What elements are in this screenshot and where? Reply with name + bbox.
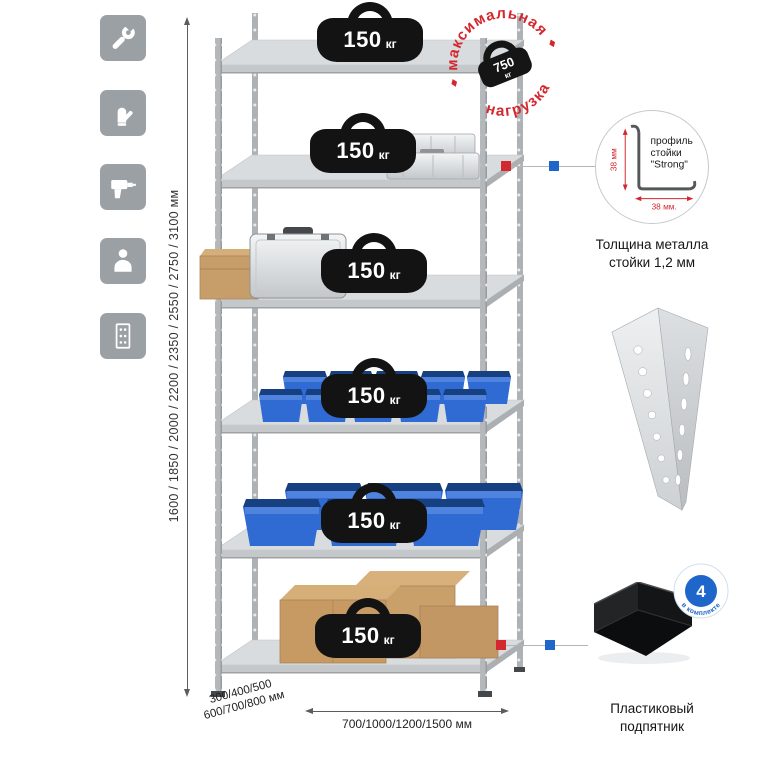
load-value: 150 — [341, 623, 380, 648]
gloves-icon — [100, 90, 146, 136]
load-value: 150 — [347, 258, 386, 283]
load-unit: кг — [385, 36, 397, 51]
max-load-stamp: максимальная нагрузка 750 кг — [428, 0, 559, 130]
weight-handle — [340, 113, 386, 138]
load-value: 150 — [347, 383, 386, 408]
load-unit: кг — [389, 392, 401, 407]
width-dimension-label: 700/1000/1200/1500 мм — [342, 717, 472, 731]
person-icon — [100, 238, 146, 284]
profile-label-1: профиль — [651, 135, 693, 147]
load-value: 150 — [347, 508, 386, 533]
profile-caption-line1: Толщина металла — [595, 237, 709, 252]
callout-line-bottom — [500, 645, 588, 646]
front-posts — [211, 38, 492, 697]
weight-handle — [347, 2, 393, 27]
stamp-weight-body — [478, 47, 532, 88]
load-unit: кг — [383, 632, 395, 647]
weight-handle — [345, 598, 391, 623]
profile-detail-circle: 38 мм 38 мм. профиль стойки "Strong" — [595, 110, 709, 224]
perforated-post-icon — [100, 313, 146, 359]
quantity-badge: в комплекте 4 — [673, 563, 729, 619]
profile-label-3: "Strong" — [651, 159, 689, 170]
profile-dim-horizontal: 38 мм. — [652, 202, 677, 211]
profile-dim-vertical: 38 мм — [609, 148, 618, 171]
stamp-weight-handle — [483, 40, 518, 65]
stamp-separator — [549, 39, 556, 48]
load-value: 150 — [336, 138, 375, 163]
drill-icon — [100, 164, 146, 210]
foot-caption-line2: подпятник — [619, 718, 685, 734]
red-marker-top — [501, 161, 511, 171]
foot-caption-line1: Пластиковый — [610, 701, 694, 716]
red-marker-bottom — [496, 640, 506, 650]
weight-handle — [351, 483, 397, 508]
profile-label-2: стойки — [651, 148, 682, 159]
profile-caption-line2: стойки 1,2 мм — [608, 254, 696, 270]
badge-value: 4 — [696, 582, 706, 601]
width-dimension-line — [305, 707, 509, 714]
profile-shape — [637, 132, 690, 191]
stamp-separator — [451, 79, 458, 87]
load-value: 150 — [343, 27, 382, 52]
profile-caption: Толщина металла стойки 1,2 мм — [574, 236, 730, 272]
weight-handle — [351, 358, 397, 383]
load-unit: кг — [389, 267, 401, 282]
height-dimension-label: 1600 / 1850 / 2000 / 2200 / 2350 / 2550 … — [167, 189, 181, 523]
foot-caption: Пластиковый подпятник — [574, 700, 730, 736]
stamp-unit: кг — [503, 69, 513, 80]
plastic-foot-image — [593, 582, 693, 664]
blue-marker-bottom — [545, 640, 555, 650]
weight-handle — [351, 233, 397, 258]
corner-post-image — [611, 307, 709, 512]
load-unit: кг — [389, 517, 401, 532]
wrench-icon — [100, 15, 146, 61]
load-unit: кг — [378, 147, 390, 162]
height-dimension-line — [184, 17, 190, 697]
blue-marker-top — [549, 161, 559, 171]
